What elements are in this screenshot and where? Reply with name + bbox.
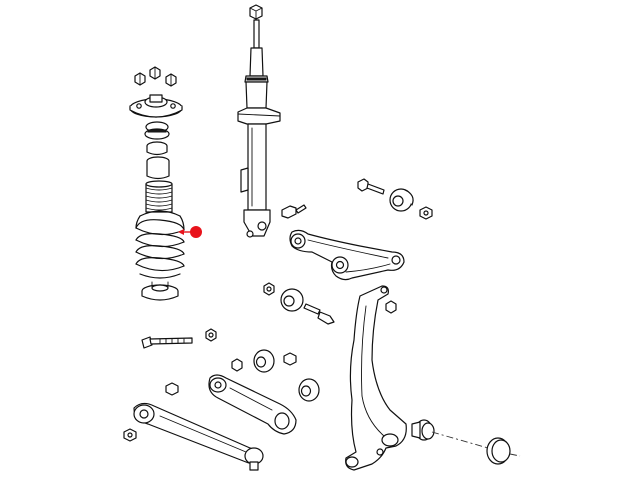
coil-spring[interactable] <box>135 210 185 279</box>
knuckle-nut <box>385 300 397 314</box>
link-nut <box>263 282 275 296</box>
tension-strut-arm[interactable] <box>208 374 297 435</box>
lower-arm-long-bolt[interactable] <box>141 336 193 349</box>
lower-bushing-right[interactable] <box>298 378 320 402</box>
upper-arm-bolt[interactable] <box>357 178 385 195</box>
tension-strut-bushing[interactable] <box>253 349 275 373</box>
shock-absorber[interactable] <box>237 4 281 238</box>
hub-axis-line-end <box>509 453 521 457</box>
ball-joint[interactable] <box>244 447 264 471</box>
upper-control-arm[interactable] <box>289 229 405 281</box>
shock-lower-bolt[interactable] <box>281 204 307 219</box>
strut-upper-mount[interactable] <box>129 94 183 118</box>
hub-axis-line <box>431 431 489 449</box>
callout-marker[interactable] <box>178 226 202 238</box>
strut-bearing[interactable] <box>144 121 170 140</box>
lower-control-arm[interactable] <box>133 402 261 465</box>
lower-arm-nut <box>205 328 217 342</box>
upper-mount-nuts <box>134 66 177 87</box>
upper-arm-nut <box>419 206 433 220</box>
link-bolt[interactable] <box>303 303 335 325</box>
lower-arm-front-nut <box>123 428 137 442</box>
dust-boot[interactable] <box>145 180 173 213</box>
hub-bearing[interactable] <box>411 419 435 441</box>
tension-strut-nut <box>231 358 243 372</box>
spring-seat-lower[interactable] <box>141 281 179 301</box>
spring-seat-upper[interactable] <box>146 141 168 156</box>
hub-cap[interactable] <box>486 437 511 465</box>
upper-arm-bushing[interactable] <box>389 188 414 212</box>
tension-strut-bolt[interactable] <box>283 352 297 366</box>
shock-top-nut <box>249 4 263 20</box>
jounce-bumper[interactable] <box>146 156 170 180</box>
steering-knuckle[interactable] <box>345 285 407 471</box>
link-bushing[interactable] <box>280 288 304 312</box>
small-bolt[interactable] <box>165 382 179 396</box>
shock-piston-rod <box>253 19 260 49</box>
